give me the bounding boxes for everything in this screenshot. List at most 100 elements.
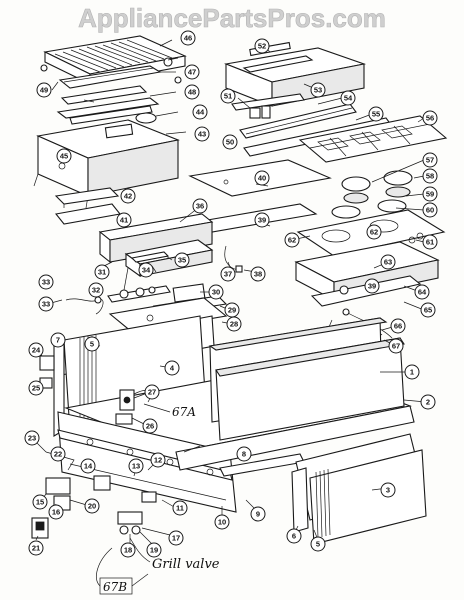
bubble-33b: 33 [38,296,54,312]
bubble-41: 41 [116,212,132,228]
bubble-39a: 39 [254,212,270,228]
bubble-17: 17 [168,530,184,546]
part-number: 26 [146,422,154,431]
bubble-7: 7 [50,332,66,348]
part-number: 33 [42,278,50,287]
burner-insert-24 [39,355,55,371]
valve-manifold [107,285,171,303]
handwritten-67b: 67B [103,580,127,594]
part-number: 4 [170,364,175,373]
bubble-64: 64 [414,284,430,300]
grill-panel-42 [54,187,120,205]
right-front-door [291,433,427,545]
part-number: 43 [198,130,206,139]
part-number: 14 [84,462,93,471]
bubble-63: 63 [380,254,396,270]
bubble-11: 11 [172,500,188,516]
bubble-18: 18 [120,542,136,558]
part-number: 39 [368,282,376,291]
bubble-38: 38 [250,266,266,282]
part-number: 37 [224,270,232,279]
part-number: 6 [292,532,296,541]
bubble-62: 62 [366,224,382,240]
bubble-19: 19 [146,542,162,558]
bubble-42: 42 [120,188,136,204]
part-number: 10 [218,518,226,527]
bubble-61: 61 [422,234,438,250]
part-number: 1 [410,368,414,377]
bubble-65: 65 [420,302,436,318]
pilot-tubing-37 [224,245,243,273]
part-number: 36 [196,202,204,211]
bubble-56: 56 [422,110,438,126]
part-number: 9 [256,510,260,519]
bubble-43: 43 [194,126,210,142]
part-number: 7 [56,336,60,345]
part-number: 3 [386,486,390,495]
grill-valve-17-19 [117,491,157,535]
bracket-26 [115,413,133,425]
bubble-57: 57 [422,152,438,168]
bubble-26: 26 [142,418,158,434]
part-number: 34 [142,266,151,275]
grill-panel-41 [54,203,122,225]
valve-knob-39b [339,285,349,295]
spark-module-21 [31,517,49,539]
part-callouts: 1 2 3 4 5 5 6 7 8 9 10 11 12 13 14 15 16… [24,30,438,558]
bubble-21: 21 [28,540,44,556]
bubble-16: 16 [48,504,64,520]
part-number: 12 [154,456,162,465]
bubble-55: 55 [368,106,384,122]
bubble-47: 47 [184,64,200,80]
part-number: 38 [254,270,262,279]
part-number: 17 [172,534,180,543]
part-number: 62 [370,228,378,237]
part-number: 51 [224,92,232,101]
valve-assembly-14 [93,475,111,491]
bubble-23: 23 [24,430,40,446]
bubble-9: 9 [250,506,266,522]
part-number: 44 [196,108,205,117]
bubble-52: 52 [254,38,270,54]
part-number: 48 [188,88,196,97]
bubble-51: 51 [220,88,236,104]
grill-burner-box [33,119,180,209]
burner-caps [331,170,413,219]
bubble-2: 2 [420,394,436,410]
bubble-25: 25 [28,380,44,396]
bubble-20: 20 [84,498,100,514]
part-number: 50 [226,138,234,147]
bubble-8: 8 [236,446,252,462]
part-number: 33 [42,300,50,309]
part-number: 35 [178,256,186,265]
bubble-27: 27 [144,384,160,400]
bubble-39b: 39 [364,278,380,294]
part-number: 53 [314,86,322,95]
igniter-switch-16 [45,477,71,511]
bubble-40: 40 [254,170,270,186]
part-number: 63 [384,258,392,267]
bubble-54: 54 [340,90,356,106]
part-number: 65 [424,306,432,315]
part-number: 61 [426,238,434,247]
part-number: 20 [88,502,96,511]
part-number: 39 [258,216,266,225]
bubble-50: 50 [222,134,238,150]
bubble-58: 58 [422,168,438,184]
bubble-5: 5 [84,336,100,352]
handwritten-notes: 67A Grill valve 67B [96,403,220,595]
part-number: 24 [32,346,41,355]
watermark-text: AppliancePartsPros.com [78,3,386,33]
part-number: 52 [258,42,266,51]
part-number: 47 [188,68,196,77]
bubble-36: 36 [192,198,208,214]
bubble-33a: 33 [38,274,54,290]
bubble-10: 10 [214,514,230,530]
bubble-60: 60 [422,202,438,218]
bubble-12: 12 [150,452,166,468]
bubble-3: 3 [380,482,396,498]
part-number: 40 [258,174,266,183]
bubble-49: 49 [36,82,52,98]
